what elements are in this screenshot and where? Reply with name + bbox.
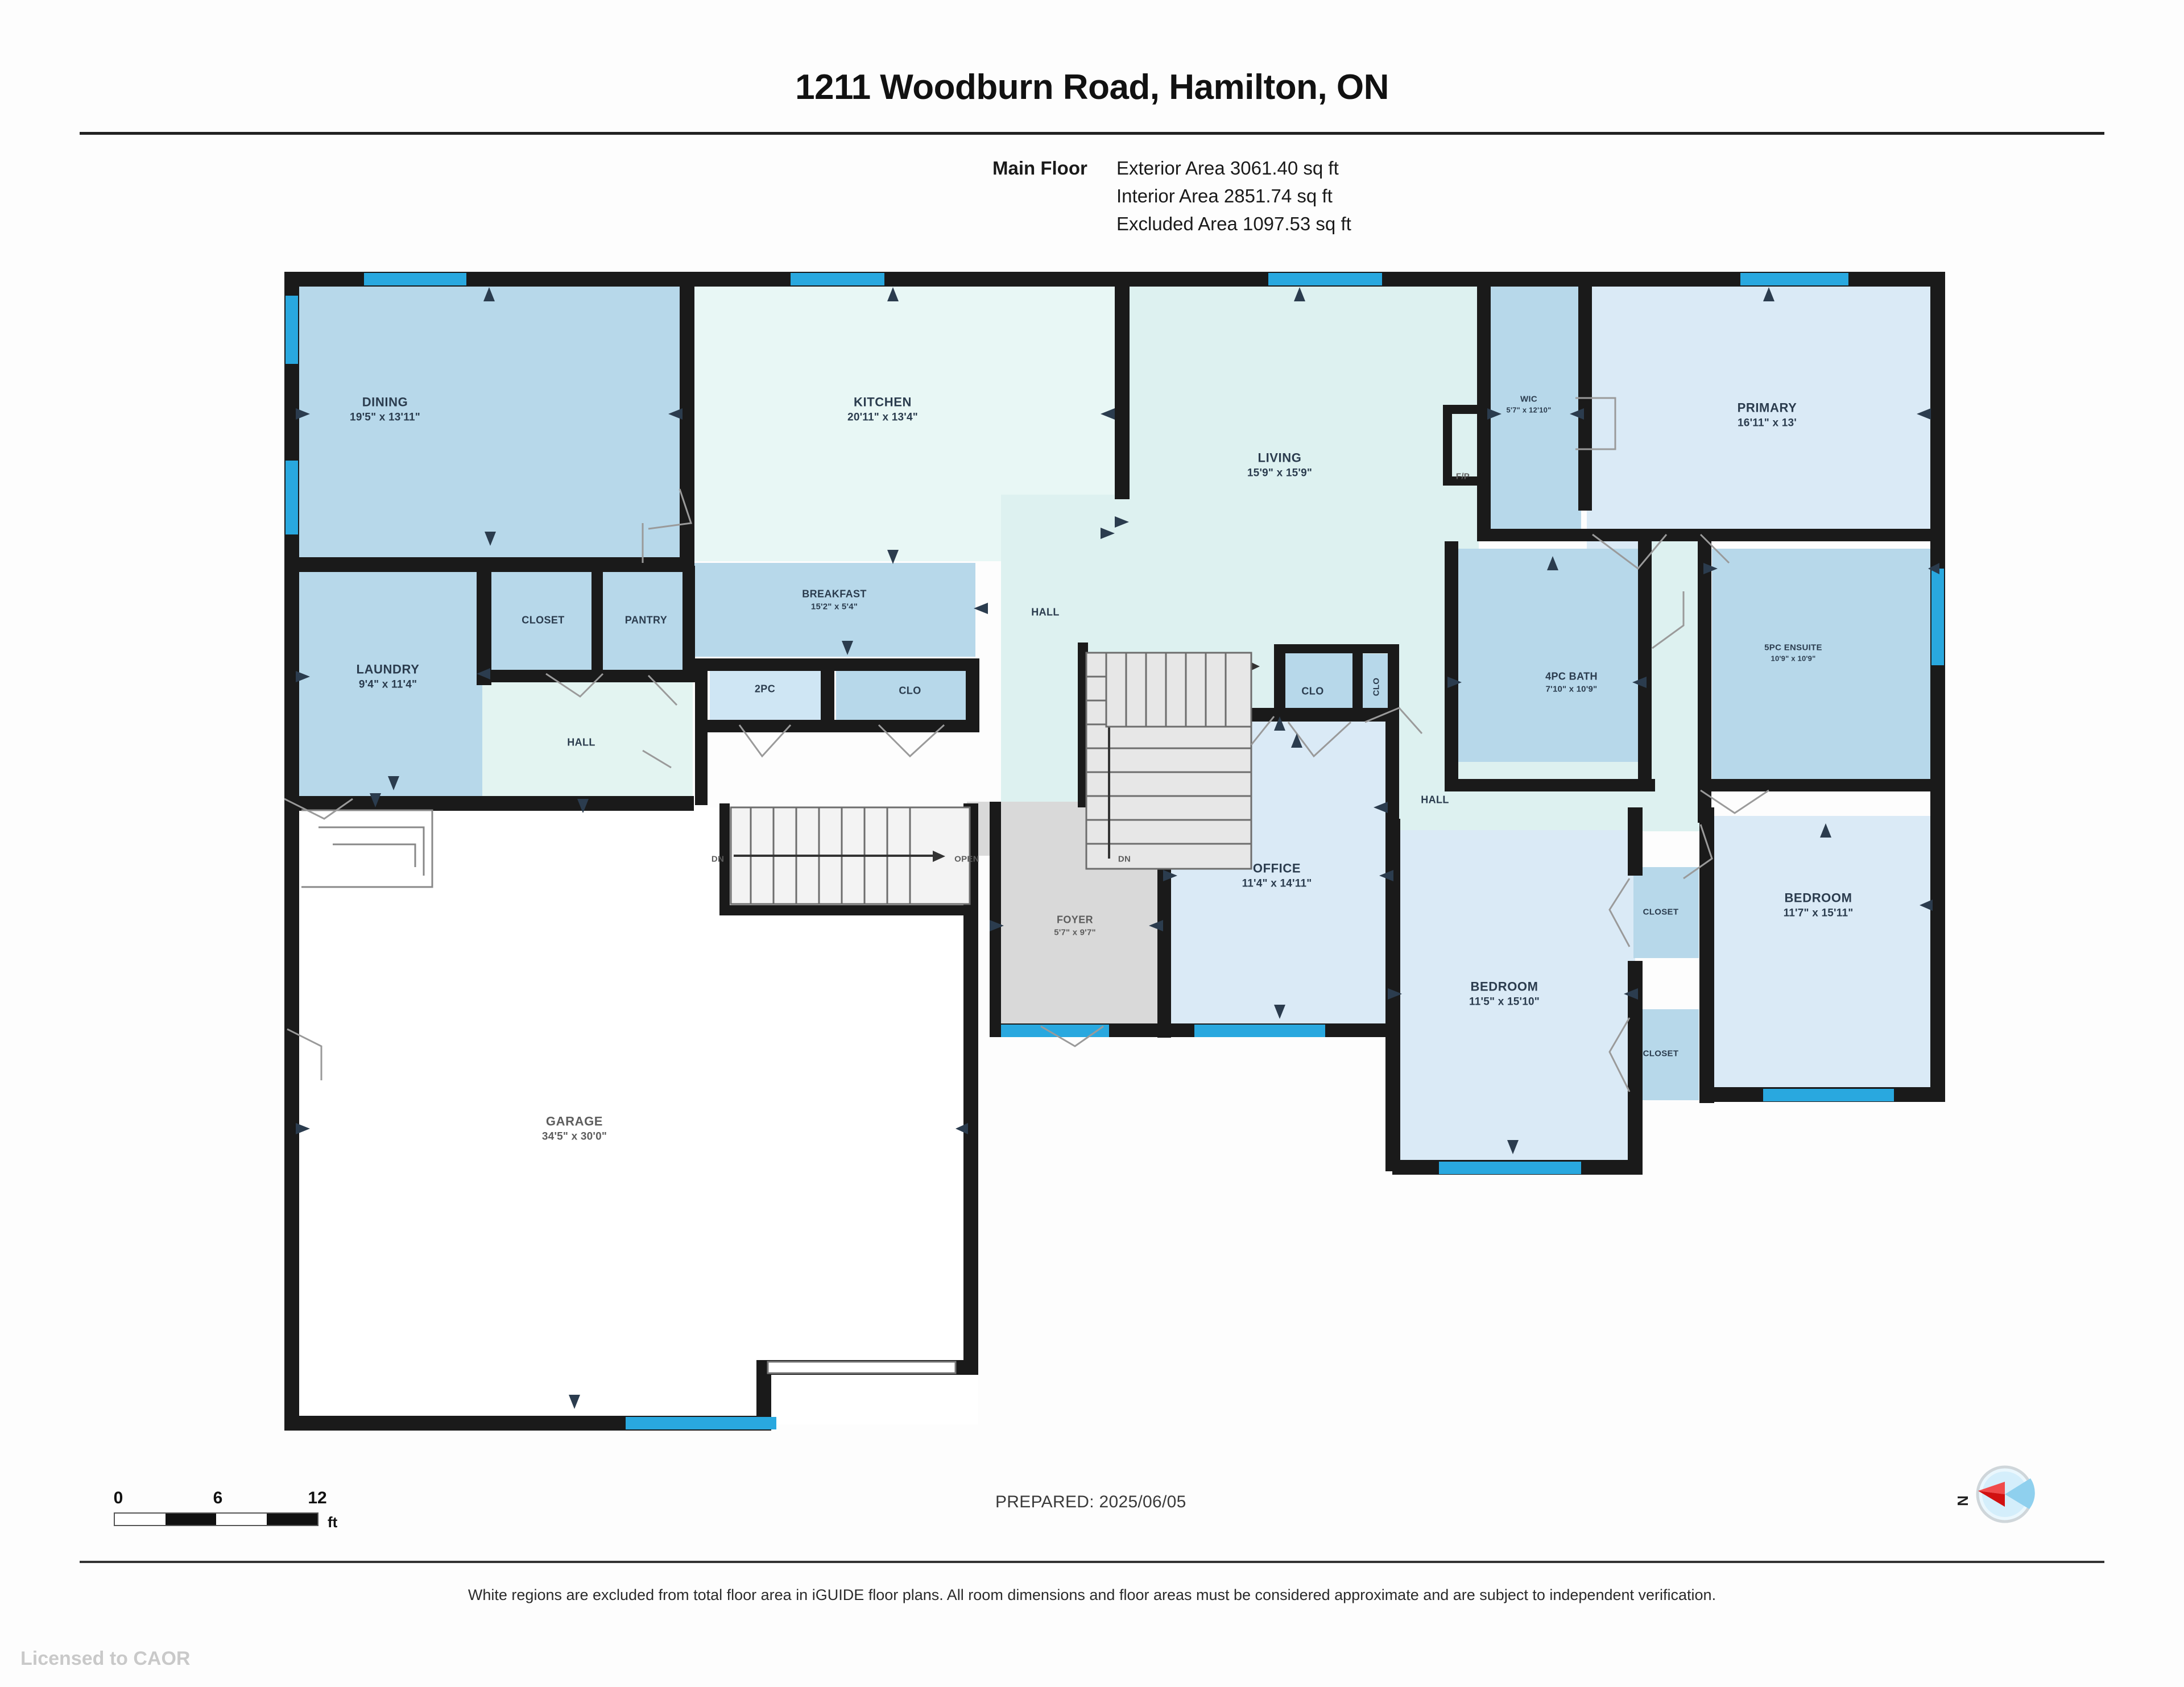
window [1268,273,1382,285]
room-fill-laundry [290,569,482,803]
window [1740,273,1848,285]
title-divider [80,132,2104,135]
compass-rose: N [1954,1457,2048,1536]
stair-arrow-left [933,851,945,862]
floor-label: Main Floor [992,157,1087,179]
window [1194,1025,1325,1037]
room-fill-4pc [1453,549,1647,776]
room-fill-closet-2 [1633,867,1699,958]
scale-tick-6: 6 [213,1489,223,1507]
window [1001,1025,1109,1037]
footer-divider [80,1561,2104,1563]
door-group [284,397,1769,1092]
room-fill-breakfast [691,563,975,657]
room-fill-2pc [710,668,821,722]
disclaimer-text: White regions are excluded from total fl… [468,1586,1716,1603]
room-fill-hall-left [482,677,693,805]
page-title: 1211 Woodburn Road, Hamilton, ON [795,68,1389,107]
window [286,461,298,534]
window [1931,569,1944,665]
scale-tick-0: 0 [113,1489,123,1507]
window [364,273,466,285]
interior-area: Interior Area 2851.74 sq ft [1116,185,1333,206]
area-summary: Main Floor Exterior Area 3061.40 sq ft In… [992,155,1351,238]
compass-north-label: N [1954,1495,1971,1506]
room-fill-clo-3 [1361,654,1392,716]
window [767,1361,957,1374]
window [286,296,298,364]
window-group [286,273,1944,1429]
room-fill-closet-3 [1633,1009,1699,1100]
room-fill-pantry [601,569,689,671]
window [791,273,884,285]
room-fill-ensuite-inner [1817,560,1931,719]
room-fill-bedroom-right [1706,816,1939,1097]
stairs-upper [1105,652,1252,728]
room-fill-foyer [998,843,1160,1031]
scale-bar: 0 6 12 ft [114,1489,353,1531]
room-fill-primary [1587,277,1939,536]
garage-steps [301,809,433,888]
exterior-area: Exterior Area 3061.40 sq ft [1116,157,1339,179]
room-fill-clo-2 [1283,651,1356,716]
scale-bar-graphic [114,1512,318,1526]
stairs-left [730,806,971,905]
dimension-arrows [296,287,1939,1409]
room-fill-bedroom-center [1393,830,1635,1171]
licensed-watermark: Licensed to CAOR [20,1648,191,1669]
window [1763,1089,1894,1101]
excluded-area: Excluded Area 1097.53 sq ft [1116,213,1351,234]
room-fill-clo-1 [836,668,967,722]
scale-tick-12: 12 [308,1489,327,1507]
room-fill-closet-1 [490,569,593,671]
prepared-date: PREPARED: 2025/06/05 [995,1493,1186,1511]
room-fill-dining [290,277,688,561]
scale-tick-labels: 0 6 12 [114,1489,353,1508]
window [626,1417,776,1429]
scale-unit-label: ft [328,1514,338,1531]
window [1439,1162,1581,1174]
room-fill-wic [1484,277,1581,536]
